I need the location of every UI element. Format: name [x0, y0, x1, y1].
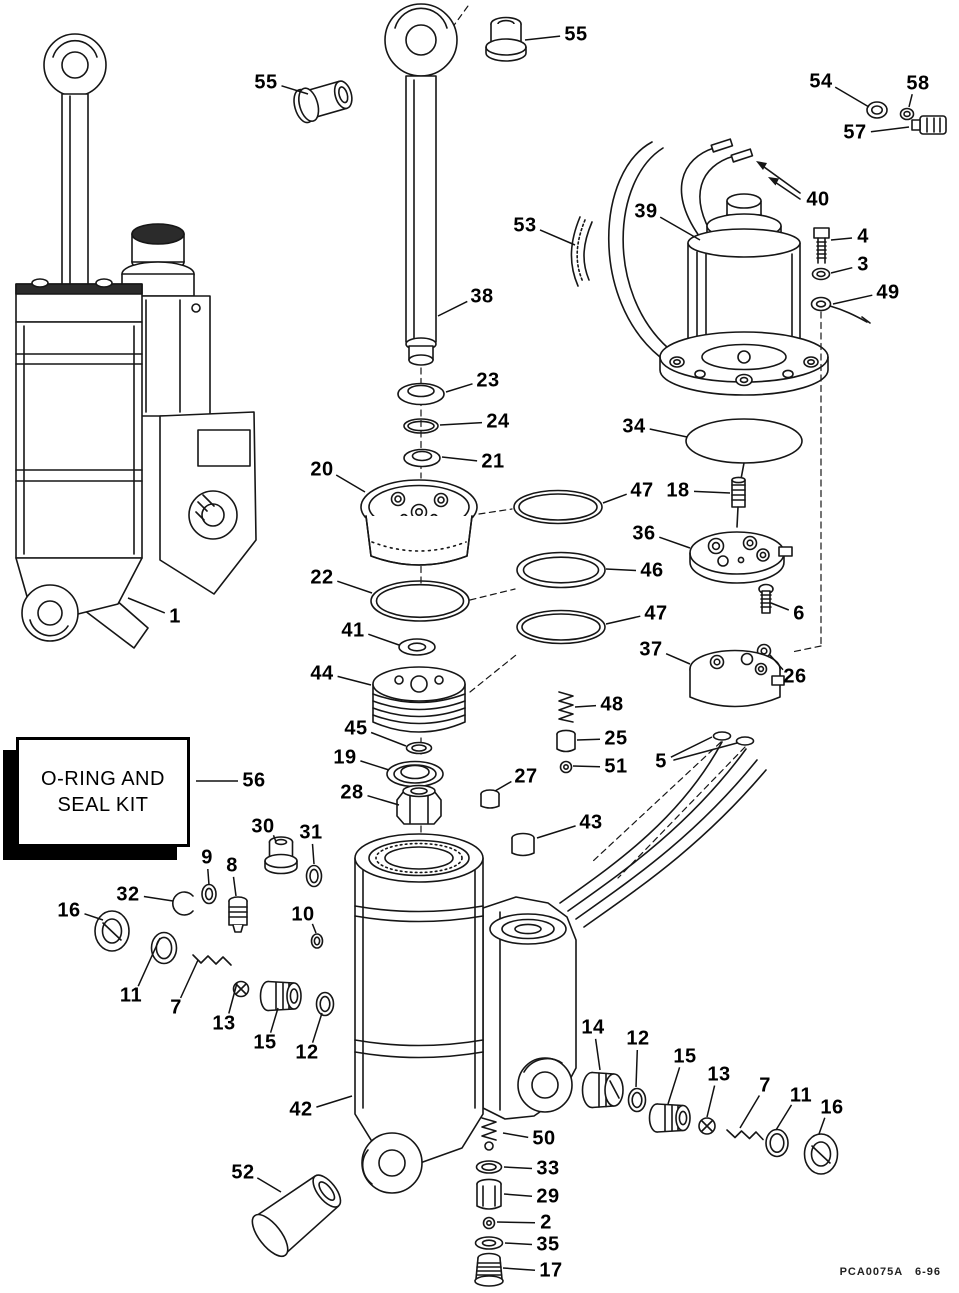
callout-51: 51	[604, 755, 628, 778]
piston-rod-and-seals-drawing	[360, 3, 478, 853]
callout-11: 11	[119, 984, 143, 1007]
callout-12: 12	[295, 1041, 319, 1064]
callout-47: 47	[644, 602, 668, 625]
seal-kit-label-line2: SEAL KIT	[57, 793, 149, 816]
pump-valve-body-drawing	[556, 476, 793, 879]
callout-50: 50	[532, 1127, 556, 1150]
callout-55: 55	[254, 71, 278, 94]
callout-33: 33	[536, 1157, 560, 1180]
callout-57: 57	[843, 121, 867, 144]
callout-48: 48	[600, 693, 624, 716]
callout-47: 47	[630, 479, 654, 502]
callout-8: 8	[226, 854, 238, 877]
callout-41: 41	[341, 619, 365, 642]
callout-5: 5	[655, 750, 667, 773]
callout-6: 6	[793, 602, 805, 625]
callout-19: 19	[333, 746, 357, 769]
callout-54: 54	[809, 70, 833, 93]
callout-7: 7	[759, 1074, 771, 1097]
callout-49: 49	[876, 281, 900, 304]
callout-12: 12	[626, 1027, 650, 1050]
callout-4: 4	[857, 225, 869, 248]
callout-2: 2	[540, 1211, 552, 1234]
callout-31: 31	[299, 821, 323, 844]
trim-tilt-assembly-drawing	[15, 33, 257, 649]
callout-16: 16	[820, 1096, 844, 1119]
callout-15: 15	[673, 1045, 697, 1068]
callout-32: 32	[116, 883, 140, 906]
callout-29: 29	[536, 1185, 560, 1208]
callout-17: 17	[539, 1259, 563, 1282]
callout-7: 7	[170, 996, 182, 1019]
seal-kit-label-line1: O-RING AND	[41, 767, 165, 790]
electric-motor-drawing	[570, 101, 947, 653]
callout-16: 16	[57, 899, 81, 922]
callout-28: 28	[340, 781, 364, 804]
callout-20: 20	[310, 458, 334, 481]
callout-45: 45	[344, 717, 368, 740]
left-valve-parts-drawing	[94, 836, 335, 1017]
callout-40: 40	[806, 188, 830, 211]
callout-13: 13	[212, 1012, 236, 1035]
callout-22: 22	[310, 566, 334, 589]
callout-58: 58	[906, 72, 930, 95]
callout-15: 15	[253, 1031, 277, 1054]
callout-26: 26	[783, 665, 807, 688]
callout-36: 36	[632, 522, 656, 545]
callout-9: 9	[201, 846, 213, 869]
drawing-code: PCA0075A 6-96	[839, 1266, 941, 1278]
callout-52: 52	[231, 1161, 255, 1184]
callout-25: 25	[604, 727, 628, 750]
piston-o-rings-drawing	[469, 489, 606, 693]
callout-39: 39	[634, 200, 658, 223]
callout-14: 14	[581, 1016, 605, 1039]
pivot-bushings-drawing	[293, 16, 527, 124]
callout-44: 44	[310, 662, 334, 685]
callout-24: 24	[486, 410, 510, 433]
callout-1: 1	[169, 605, 181, 628]
callout-18: 18	[666, 479, 690, 502]
callout-30: 30	[251, 815, 275, 838]
cylinder-and-manifold-drawing	[251, 741, 767, 1287]
callout-35: 35	[536, 1233, 560, 1256]
callout-23: 23	[476, 369, 500, 392]
callout-53: 53	[513, 214, 537, 237]
callout-11: 11	[789, 1084, 813, 1107]
callout-38: 38	[470, 285, 494, 308]
callout-55: 55	[564, 23, 588, 46]
right-valve-parts-drawing	[581, 1071, 839, 1175]
callout-46: 46	[640, 559, 664, 582]
seal-kit-label-box: O-RING AND SEAL KIT	[16, 737, 190, 847]
callout-3: 3	[857, 253, 869, 276]
callout-42: 42	[289, 1098, 313, 1121]
callout-21: 21	[481, 450, 505, 473]
callout-34: 34	[622, 415, 646, 438]
callout-27: 27	[514, 765, 538, 788]
callout-13: 13	[707, 1063, 731, 1086]
callout-56: 56	[242, 769, 266, 792]
callout-37: 37	[639, 638, 663, 661]
callout-43: 43	[579, 811, 603, 834]
callout-10: 10	[291, 903, 315, 926]
